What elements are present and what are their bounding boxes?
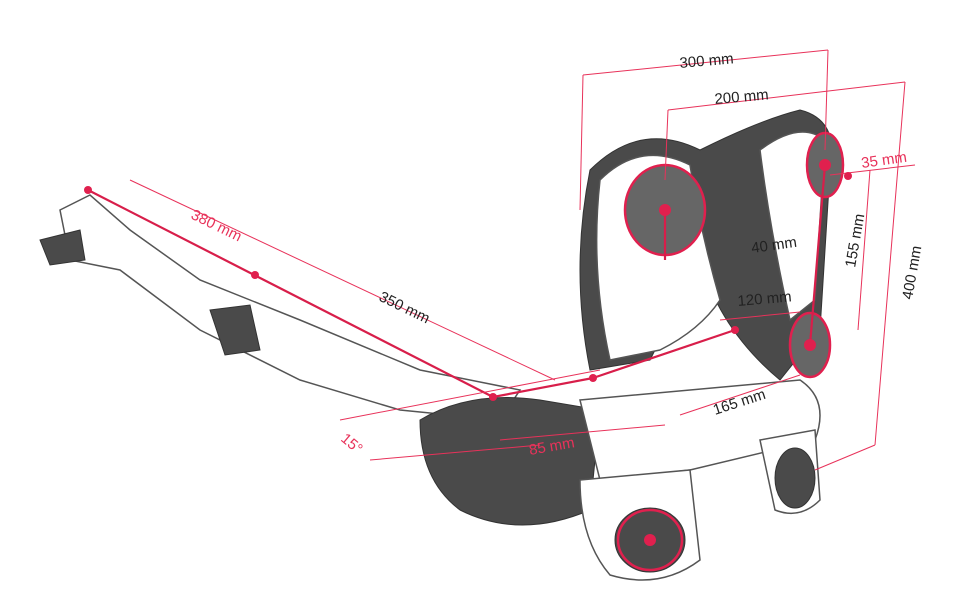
dim-120: 120 mm (737, 288, 792, 310)
dim-400: 400 mm (899, 244, 925, 300)
dim-200: 200 mm (714, 86, 769, 108)
dim-380: 380 mm (188, 206, 244, 245)
elbow-joint (419, 379, 821, 526)
joint-dots (84, 159, 852, 546)
dim-40: 40 mm (750, 234, 798, 257)
forearm (39, 194, 522, 421)
dim-300: 300 mm (679, 50, 734, 72)
dim-35: 35 mm (860, 149, 908, 172)
dim-350: 350 mm (376, 288, 432, 327)
dimension-lines (87, 49, 916, 471)
dim-angle: 15° (337, 430, 365, 458)
base-joints (579, 429, 821, 581)
